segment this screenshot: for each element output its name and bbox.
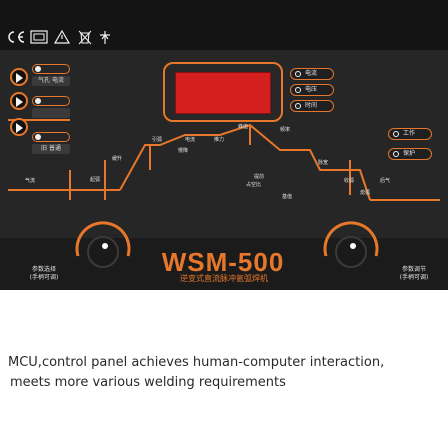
control-flow-lines (8, 119, 440, 201)
ce-mark-icon (6, 30, 26, 44)
led-icon (295, 103, 301, 109)
param-label: 峰值 (238, 124, 249, 130)
weee-bin-icon (78, 29, 92, 45)
warning-triangle-icon (54, 30, 70, 44)
certification-bar (0, 0, 448, 50)
welder-front-panel: 气孔 电流 旧 普通 电流 电压 时间 工作 保护 峰值 频率 引弧 电流 推力… (0, 0, 448, 290)
param-label: 引弧 (152, 137, 163, 143)
model-name: WSM-500 (161, 247, 285, 277)
led-icon (295, 87, 301, 93)
caption-line-1: MCU,control panel achieves human-compute… (8, 355, 385, 370)
mode-button-3[interactable] (10, 118, 28, 136)
left-knob-label: 参数选择 (手柄可调) (29, 266, 59, 281)
right-knob-label: 参数调节 (手柄可调) (399, 266, 429, 281)
caption: MCU,control panel achieves human-compute… (8, 353, 444, 393)
led-icon (393, 131, 399, 137)
unit-time: 时间 (290, 100, 334, 112)
mode-button-2[interactable] (10, 92, 28, 110)
display-frame (163, 62, 283, 122)
param-label: 推力 (214, 137, 225, 143)
caption-line-2: meets more various welding requirements (10, 375, 286, 390)
status-work: 工作 (388, 128, 432, 140)
mode-button-1[interactable] (10, 68, 28, 86)
led-icon (35, 98, 41, 104)
param-label: 熄弧 (360, 190, 371, 196)
param-label: 占空比 (246, 182, 262, 188)
unit-voltage: 电压 (290, 84, 334, 96)
led-icon (295, 71, 301, 77)
status-protect: 保护 (388, 148, 432, 160)
antenna-symbol-icon (98, 29, 112, 45)
param-label: 提前 (254, 174, 265, 180)
led-icon (393, 151, 399, 157)
led-icon (35, 134, 41, 140)
indicator-row1-b: 气孔 电流 (32, 76, 70, 86)
param-label: 电流 (185, 137, 196, 143)
param-label: 脉宽 (318, 160, 329, 166)
parameter-adjust-knob[interactable] (335, 236, 367, 268)
param-label: 后气 (380, 178, 391, 184)
indicator-row2-a (32, 96, 70, 106)
param-label: 基值 (282, 194, 293, 200)
param-label: 收弧 (344, 178, 355, 184)
unit-current: 电流 (290, 68, 334, 80)
param-label: 慢降 (178, 148, 189, 154)
ccc-mark-icon (30, 30, 48, 44)
digital-display (175, 72, 271, 114)
indicator-row2-b (32, 108, 70, 118)
model-subtitle: 逆变式直流脉冲氩弧焊机 (180, 274, 268, 283)
knob-rings (75, 221, 379, 257)
parameter-select-knob[interactable] (87, 236, 119, 268)
indicator-row1-a (32, 64, 70, 74)
param-label: 缓升 (112, 156, 123, 162)
param-label: 气流 (25, 178, 36, 184)
param-label: 起弧 (90, 177, 101, 183)
param-label: 频率 (280, 127, 291, 133)
indicator-row3-a (32, 132, 70, 142)
led-icon (35, 66, 41, 72)
indicator-row3-b: 旧 普通 (32, 144, 70, 154)
